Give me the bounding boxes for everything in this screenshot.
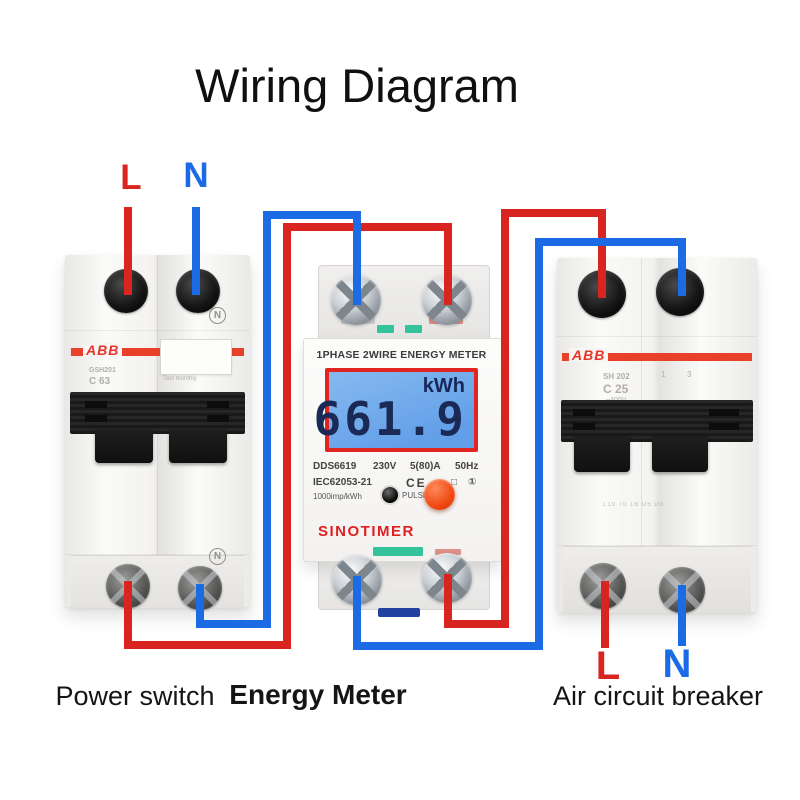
ce-mark: CE: [406, 476, 427, 490]
caption-air-breaker: Air circuit breaker: [552, 681, 764, 711]
rail-slot: [85, 415, 107, 422]
lcd-unit: kWh: [422, 375, 465, 397]
wire-live-segment: [501, 209, 606, 217]
wire-neutral-segment: [192, 207, 200, 295]
lcd-display: kWh 661.9: [314, 368, 478, 452]
wire-live-segment: [444, 223, 452, 305]
spec-frequency: 50Hz: [455, 461, 479, 472]
model-text: SH 202: [603, 372, 630, 381]
wire-neutral-segment: [263, 211, 361, 219]
class-cert-icon: ①: [468, 477, 477, 488]
wire-live-segment: [283, 223, 452, 231]
wire-neutral-segment: [535, 238, 543, 650]
wire-neutral-segment: [353, 576, 361, 650]
switch-handle: [169, 429, 227, 463]
wire-neutral-segment: [678, 585, 686, 646]
spec-current: 5(80)A: [410, 461, 441, 472]
din-rail-clip: [378, 608, 420, 617]
window-note: Test monthly: [163, 376, 197, 382]
switch-rail: [561, 400, 753, 442]
caption-energy-meter: Energy Meter: [229, 679, 407, 710]
neutral-pole-mark: N: [209, 307, 226, 324]
rail-slot: [709, 423, 739, 430]
label-neutral-top: N: [183, 156, 209, 195]
pulse-rate: 1000imp/kWh: [313, 492, 362, 501]
wire-neutral-segment: [196, 620, 271, 628]
rating-text: C 63: [89, 376, 111, 387]
wire-live-segment: [124, 207, 132, 295]
wire-neutral-segment: [535, 238, 686, 246]
label-live-top: L: [120, 158, 142, 197]
reset-button: [424, 479, 455, 510]
wire-live-segment: [124, 641, 291, 649]
neutral-pole-mark: N: [209, 548, 226, 565]
wire-live-segment: [501, 209, 509, 628]
air-breaker-device: ABB SH 202 C 25 ~400V 6000 1 3 L19 70 1B…: [557, 258, 757, 613]
switch-handle: [574, 436, 630, 472]
terminal-marker: [435, 549, 461, 555]
pole-mark: 1: [661, 370, 666, 379]
abb-band: [71, 348, 244, 356]
abb-logo: ABB: [83, 343, 123, 357]
page-title: Wiring Diagram: [195, 59, 519, 112]
energy-meter-device: 1PHASE 2WIRE ENERGY METER kWh 661.9 DDS6…: [303, 265, 502, 618]
wire-live-segment: [124, 581, 132, 649]
abb-band: [562, 353, 752, 361]
power-switch-device: N ABB Test monthly GSH201 C 63 N: [65, 255, 250, 610]
cap-edge-line: [557, 545, 757, 546]
rail-slot: [207, 415, 229, 422]
spec-model: DDS6619: [313, 461, 357, 472]
wire-live-segment: [283, 223, 291, 649]
lcd-reading: 661.9: [313, 392, 467, 446]
cap-edge-line: [557, 336, 757, 337]
wire-neutral-segment: [353, 211, 361, 305]
label-live-bottom: L: [595, 644, 621, 688]
wire-neutral-segment: [196, 584, 204, 628]
square-cert-icon: □: [451, 477, 458, 488]
rail-slot: [85, 401, 107, 408]
wire-neutral-segment: [678, 238, 686, 296]
pulse-label: PULSE: [402, 491, 429, 500]
rail-slot: [573, 423, 595, 430]
switch-handle: [95, 429, 153, 463]
code-row: L19 70 1B D5 D8: [603, 502, 665, 508]
caption-power-switch: Power switch: [55, 681, 215, 711]
wire-neutral-segment: [263, 211, 271, 628]
pulse-led: [380, 485, 400, 505]
sinotimer-logo: SINOTIMER: [318, 523, 415, 540]
meter-header: 1PHASE 2WIRE ENERGY METER: [316, 349, 487, 361]
spec-voltage: 230V: [373, 461, 397, 472]
switch-handle: [652, 436, 708, 472]
rail-slot: [573, 409, 595, 416]
abb-logo: ABB: [569, 348, 609, 362]
pole-mark: 3: [687, 370, 692, 379]
rail-slot: [207, 401, 229, 408]
terminal-marker: [373, 547, 423, 556]
cap-edge-line: [65, 330, 250, 331]
terminal-marker: [377, 325, 394, 333]
terminal-marker: [405, 325, 422, 333]
model-text: GSH201: [89, 367, 116, 374]
wire-neutral-segment: [353, 642, 543, 650]
rail-slot: [709, 409, 739, 416]
wire-live-segment: [444, 620, 509, 628]
wire-live-segment: [444, 574, 452, 628]
spec-standard: IEC62053-21: [313, 477, 372, 488]
rating-text: C 25: [603, 382, 629, 396]
label-window: [160, 339, 232, 375]
wire-live-segment: [598, 209, 606, 298]
switch-rail: [70, 392, 245, 434]
wire-live-segment: [601, 581, 609, 648]
cap-edge-line: [65, 554, 250, 555]
label-neutral-bottom: N: [662, 642, 692, 686]
